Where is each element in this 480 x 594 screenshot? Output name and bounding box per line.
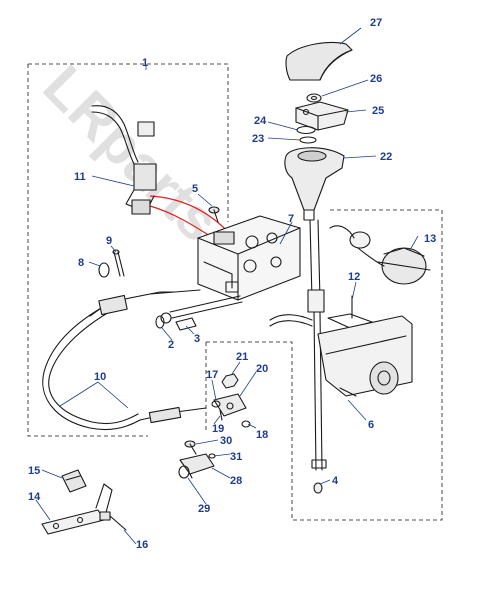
callout-27: 27 [370, 17, 382, 29]
callout-31: 31 [230, 451, 242, 463]
callout-3: 3 [194, 333, 200, 345]
leader-16 [123, 529, 137, 545]
leader-15 [41, 469, 63, 479]
leader-28 [211, 467, 231, 479]
callout-29: 29 [198, 503, 210, 515]
washer-18 [241, 420, 251, 428]
clip-4 [313, 482, 323, 494]
clip-17 [211, 400, 221, 408]
leader-10b [97, 381, 129, 409]
leader-14 [35, 499, 51, 521]
bolt-16 [99, 511, 127, 531]
leader-lines [35, 27, 419, 545]
link-clip-29 [178, 465, 190, 479]
frame-linkage-17-31 [205, 341, 293, 430]
callout-13: 13 [424, 233, 436, 245]
pivot-bolt [160, 295, 243, 324]
callout-4: 4 [332, 475, 339, 487]
nut-21 [221, 373, 239, 389]
button-block-25 [295, 101, 349, 131]
cable-10 [42, 289, 207, 431]
leader-4 [319, 479, 331, 485]
callout-9: 9 [106, 235, 112, 247]
lever-bracket-20 [213, 393, 247, 417]
leader-22 [343, 155, 377, 159]
screw-30 [184, 440, 197, 455]
callout-30: 30 [220, 435, 232, 447]
leader-13 [409, 235, 419, 251]
leader-2 [161, 327, 173, 341]
callout-26: 26 [370, 73, 382, 85]
group-frames [27, 63, 443, 521]
leader-11 [91, 175, 135, 187]
washer-2 [155, 315, 165, 329]
callout-8: 8 [78, 257, 84, 269]
callout-labels: 1 2 3 4 5 6 7 8 9 10 11 12 13 14 15 16 1… [28, 17, 436, 551]
callout-12: 12 [348, 271, 360, 283]
leader-6 [347, 399, 367, 421]
callout-23: 23 [252, 133, 264, 145]
clamp-15 [61, 469, 87, 493]
callout-6: 6 [368, 419, 374, 431]
frame-selector-shaft [291, 209, 443, 521]
leader-10a [59, 381, 99, 407]
leader-3 [185, 325, 195, 335]
leader-19 [213, 415, 221, 425]
detent-assembly-6 [317, 315, 413, 397]
callout-11: 11 [74, 171, 86, 183]
callout-16: 16 [136, 539, 148, 551]
washer-23 [299, 136, 317, 144]
callout-25: 25 [372, 105, 384, 117]
leader-30 [195, 439, 219, 445]
nut-26 [306, 93, 322, 103]
callout-28: 28 [230, 475, 242, 487]
knob-cap-27 [285, 41, 353, 81]
callout-24: 24 [254, 115, 267, 127]
leader-26 [321, 79, 369, 97]
leader-23 [267, 137, 301, 141]
callout-5: 5 [192, 183, 198, 195]
leader-18 [247, 423, 257, 429]
callout-19: 19 [212, 423, 224, 435]
leader-24 [267, 121, 299, 131]
leader-17 [211, 379, 217, 401]
frame-assembly-1 [27, 63, 229, 437]
mounting-bracket-14 [41, 483, 113, 535]
leader-9 [110, 245, 117, 253]
callout-7: 7 [288, 213, 294, 225]
leader-8 [88, 261, 101, 267]
leader-25 [345, 109, 367, 113]
switch-unit-13 [329, 225, 431, 285]
screw-5 [208, 206, 220, 223]
pin-9 [112, 249, 125, 277]
washer-24 [296, 125, 316, 135]
leader-27 [339, 27, 362, 45]
leader-7 [279, 221, 293, 245]
leader-5 [197, 193, 213, 207]
parts-line-art [41, 41, 431, 535]
callout-14: 14 [28, 491, 41, 503]
callout-10: 10 [94, 371, 106, 383]
leader-20 [239, 371, 257, 397]
leader-12 [351, 281, 357, 301]
callout-22: 22 [380, 151, 392, 163]
callout-1: 1 [142, 57, 148, 69]
callout-17: 17 [206, 369, 218, 381]
lever-knob-22 [284, 147, 345, 221]
leader-21 [231, 361, 241, 375]
ring-8 [98, 262, 110, 278]
gate-housing-7 [197, 215, 301, 301]
callout-2: 2 [168, 339, 174, 351]
pin-19 [219, 409, 223, 421]
leader-29 [187, 477, 207, 505]
callout-20: 20 [256, 363, 268, 375]
switch-11 [91, 105, 157, 215]
callout-15: 15 [28, 465, 40, 477]
callout-21: 21 [236, 351, 248, 363]
clip-3 [175, 317, 197, 331]
callout-18: 18 [256, 429, 268, 441]
leader-31 [213, 453, 231, 457]
